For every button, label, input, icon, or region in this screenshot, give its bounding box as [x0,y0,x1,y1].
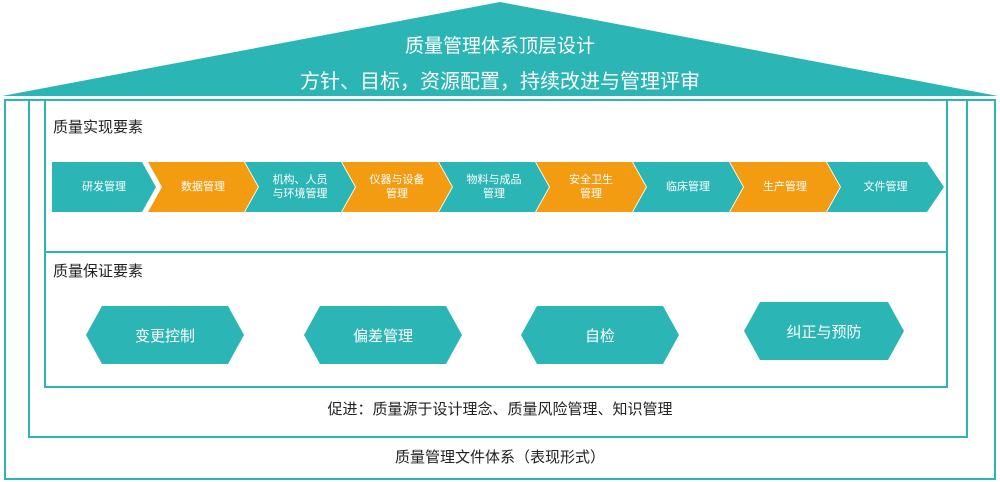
roof-banner [2,2,998,96]
assurance-item: 纠正与预防 [744,302,904,360]
chevron-label: 文件管理 [863,180,908,193]
assurance-label: 质量保证要素 [53,262,144,280]
chevron-item: 仪器与设备 管理 [342,162,452,212]
document-system-text: 质量管理文件体系（表现形式） [394,448,605,466]
elements-frame [44,99,948,388]
chevron-label: 数据管理 [181,180,225,193]
chevron-label: 生产管理 [763,180,807,193]
chevron-item: 生产管理 [730,162,840,212]
chevron-shape [730,162,840,212]
chevron-item: 机构、人员 与环境管理 [245,162,355,212]
hexagon-shape [304,306,462,364]
assurance-label-text: 变更控制 [134,326,195,345]
chevron-shape [536,162,646,212]
hexagon-shape [86,306,244,364]
roof-title: 质量管理体系顶层设计 [404,35,595,57]
hexagon-shape [521,306,679,364]
chevron-label: 临床管理 [666,180,710,193]
assurance-item: 变更控制 [86,306,244,364]
chevron-label: 安全卫生 管理 [569,173,613,200]
assurance-item: 偏差管理 [304,306,462,364]
chevron-shape [827,162,944,212]
roof-shape [2,2,998,96]
realization-chevron-row: 研发管理 数据管理 机构、人员 与环境管理 仪器与设备 管理 物料与成品 管理 … [52,162,944,212]
chevron-shape [52,162,156,212]
assurance-label-text: 纠正与预防 [786,322,862,341]
assurance-label-text: 偏差管理 [352,326,413,345]
promote-text: 促进：质量源于设计理念、质量风险管理、知识管理 [327,400,673,418]
roof-subtitle: 方针、目标，资源配置，持续改进与管理评审 [300,69,700,93]
chevron-label: 物料与成品 管理 [466,173,522,200]
chevron-item: 研发管理 [52,162,156,212]
chevron-item: 文件管理 [827,162,944,212]
chevron-label: 仪器与设备 管理 [369,173,425,200]
chevron-shape [342,162,452,212]
assurance-label-text: 自检 [584,326,615,345]
section-divider [44,251,948,253]
realization-label: 质量实现要素 [53,118,144,136]
chevron-shape [148,162,258,212]
chevron-item: 物料与成品 管理 [439,162,549,212]
chevron-item: 数据管理 [148,162,258,212]
hexagon-shape [744,302,904,360]
chevron-item: 安全卫生 管理 [536,162,646,212]
chevron-shape [245,162,355,212]
chevron-shape [439,162,549,212]
chevron-shape [633,162,743,212]
assurance-item: 自检 [521,306,679,364]
chevron-label: 研发管理 [82,180,126,193]
chevron-item: 临床管理 [633,162,743,212]
chevron-label: 机构、人员 与环境管理 [272,173,328,200]
